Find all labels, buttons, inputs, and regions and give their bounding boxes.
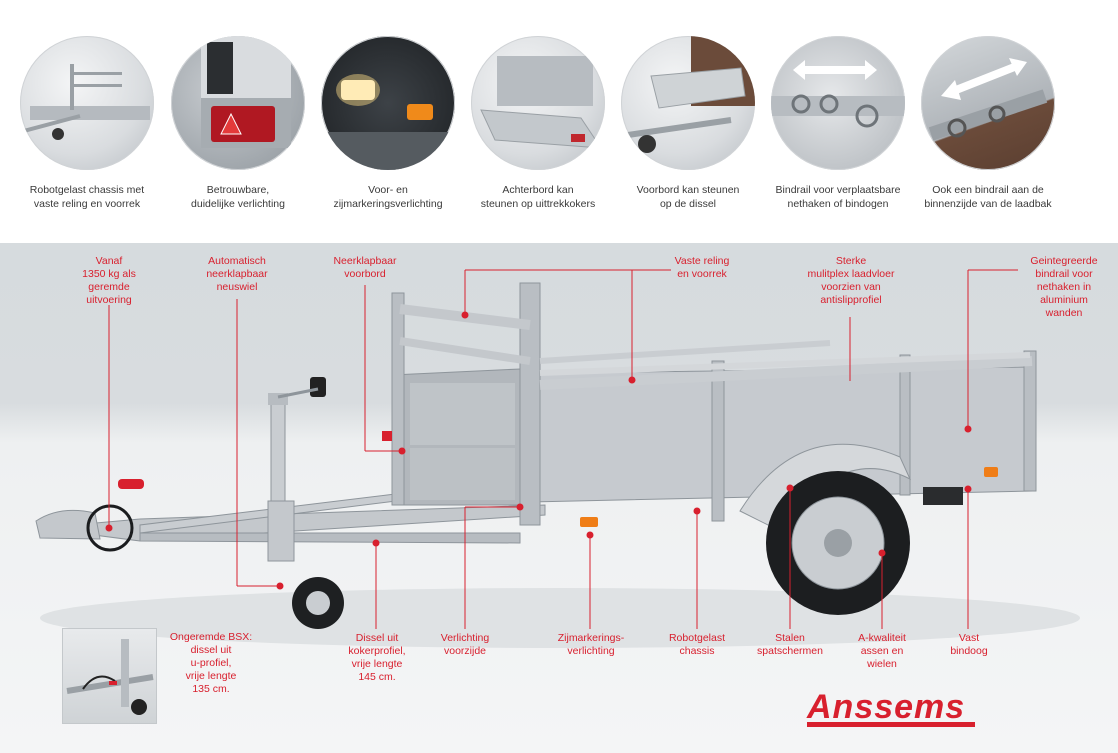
callout-braked-version: Vanaf 1350 kg als geremde uitvoering [82,255,136,306]
callout-floor: Sterke mulitplex laadvloer voorzien van … [807,255,895,306]
marker-light-photo [321,36,455,170]
callout-front-board: Neerklapbaar voorbord [333,255,397,280]
svg-text:Anssems: Anssems [806,688,965,726]
callout-jockey-wheel: Automatisch neerklapbaar neuswiel [206,255,268,293]
trailer-illustration [35,269,1080,648]
inset-caption: Ongeremde BSX: dissel uit u-profiel, vri… [169,631,253,695]
feature-caption: Bindrail voor verplaatsbare nethaken of … [775,184,901,210]
feature-caption: Achterbord kan steunen op uittrekkokers [480,184,596,210]
trailer-diagram: Vanaf 1350 kg als geremde uitvoering Aut… [0,243,1118,753]
feature-chassis: Robotgelast chassis met vaste reling en … [12,36,162,211]
callout-mudguards: Stalen spatschermen [757,632,823,657]
feature-marker-lights: Voor- en zijmarkeringsverlichting [313,36,463,211]
tailboard-photo [471,36,605,170]
callout-drawbar: Dissel uit kokerprofiel, vrije lengte 14… [348,632,406,683]
feature-tailboard: Achterbord kan steunen op uittrekkokers [463,36,613,211]
callout-chassis: Robotgelast chassis [668,632,726,657]
unbraked-drawbar-photo [62,628,157,724]
feature-lighting: Betrouwbare, duidelijke verlichting [163,36,313,211]
feature-bindrail: Bindrail voor verplaatsbare nethaken of … [763,36,913,211]
trailer-chassis-photo [20,36,154,170]
bindrail-photo [771,36,905,170]
anssems-logo: Anssems [805,684,977,730]
callout-bindrail: Geintegreerde bindrail voor nethaken in … [1030,255,1098,319]
inner-bindrail-photo [921,36,1055,170]
callout-side-markers: Zijmarkerings- verlichting [557,632,625,657]
frontboard-photo [621,36,755,170]
rear-light-photo [171,36,305,170]
feature-frontboard: Voorbord kan steunen op de dissel [613,36,763,211]
feature-caption: Voorbord kan steunen op de dissel [636,184,740,210]
callout-tie-eye: Vast bindoog [950,632,988,657]
callout-railing: Vaste reling en voorrek [674,255,730,280]
callout-front-lighting: Verlichting voorzijde [440,632,490,657]
feature-caption: Voor- en zijmarkeringsverlichting [333,184,443,210]
callout-axles-wheels: A-kwaliteit assen en wielen [858,632,906,670]
feature-caption: Robotgelast chassis met vaste reling en … [29,184,145,210]
feature-inner-bindrail: Ook een bindrail aan de binnenzijde van … [913,36,1063,211]
feature-caption: Ook een bindrail aan de binnenzijde van … [924,184,1052,210]
feature-caption: Betrouwbare, duidelijke verlichting [191,184,285,210]
callout-lines [105,269,1018,629]
feature-strip: Robotgelast chassis met vaste reling en … [0,0,1118,243]
